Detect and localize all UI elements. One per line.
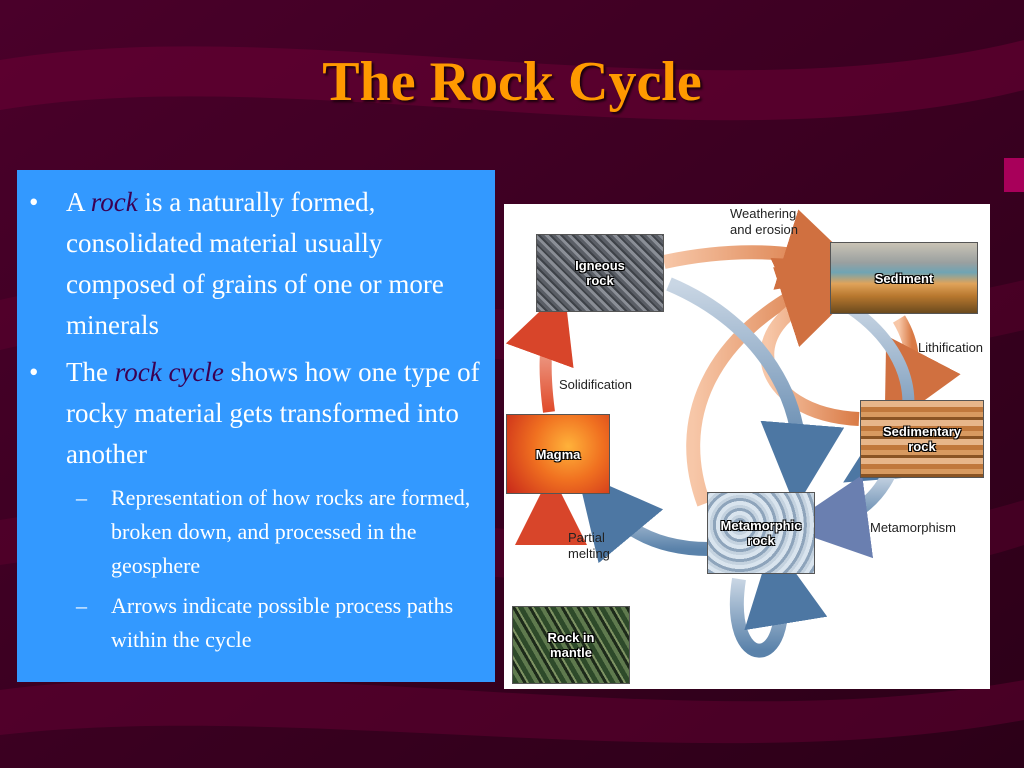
label-line: Weathering <box>730 206 797 221</box>
sub-bullet-representation: – Representation of how rocks are formed… <box>66 481 485 583</box>
cycle-arrows <box>505 209 961 658</box>
label-line: melting <box>568 546 610 561</box>
sub-bullet-arrows: – Arrows indicate possible process paths… <box>66 589 485 657</box>
bullet-symbol: • <box>29 187 39 217</box>
rock-in-mantle-block: Rock in mantle <box>512 606 630 684</box>
label-weathering: Weathering and erosion <box>730 206 798 238</box>
sub-bullet-list: – Representation of how rocks are formed… <box>66 481 485 657</box>
term-rock-cycle: rock cycle <box>114 357 224 387</box>
text-box: • A rock is a naturally formed, consolid… <box>17 170 495 682</box>
rock-label: rock <box>908 439 936 454</box>
igneous-rock-block: Igneous rock <box>536 234 664 312</box>
sub-bullet-symbol: – <box>76 485 87 510</box>
bullet-text-pre: The <box>66 357 115 387</box>
magma-block: Magma <box>506 414 610 494</box>
bullet-text-post: shows how one type of rocky material get… <box>66 357 480 469</box>
rock-label: Sediment <box>874 270 934 286</box>
rock-label: rock <box>747 533 775 548</box>
rock-label: Igneous <box>575 258 625 273</box>
term-rock: rock <box>90 187 138 217</box>
sedimentary-rock-block: Sedimentary rock <box>860 400 984 478</box>
bullet-text-post: is a naturally formed, consolidated mate… <box>66 187 444 340</box>
label-partial-melting: Partial melting <box>568 530 610 562</box>
rock-label: Magma <box>535 446 581 462</box>
rock-label: mantle <box>550 645 592 660</box>
rock-label: Metamorphic <box>720 518 802 533</box>
slide-title: The Rock Cycle <box>322 51 702 113</box>
bullet-symbol: • <box>29 357 39 387</box>
label-lithification: Lithification <box>918 340 984 355</box>
rock-label: rock <box>586 273 614 288</box>
rock-cycle-diagram: Weathering and erosion Lithification Sol… <box>504 204 990 689</box>
label-solidification: Solidification <box>559 377 632 392</box>
bullet-text-pre: A <box>66 187 91 217</box>
metamorphic-rock-block: Metamorphic rock <box>707 492 815 574</box>
sediment-block: Sediment <box>830 242 978 314</box>
label-metamorphism: Metamorphism <box>870 520 956 535</box>
label-line: and erosion <box>730 222 798 237</box>
bullet-list: • A rock is a naturally formed, consolid… <box>17 182 485 657</box>
bullet-rock-definition: • A rock is a naturally formed, consolid… <box>17 182 485 346</box>
rock-label: Sedimentary <box>882 424 962 439</box>
sub-bullet-text: Representation of how rocks are formed, … <box>111 485 471 578</box>
label-line: Partial <box>568 530 605 545</box>
bullet-rock-cycle: • The rock cycle shows how one type of r… <box>17 352 485 657</box>
sub-bullet-text: Arrows indicate possible process paths w… <box>111 593 454 652</box>
rock-label: Rock in <box>547 630 595 645</box>
sub-bullet-symbol: – <box>76 593 87 618</box>
